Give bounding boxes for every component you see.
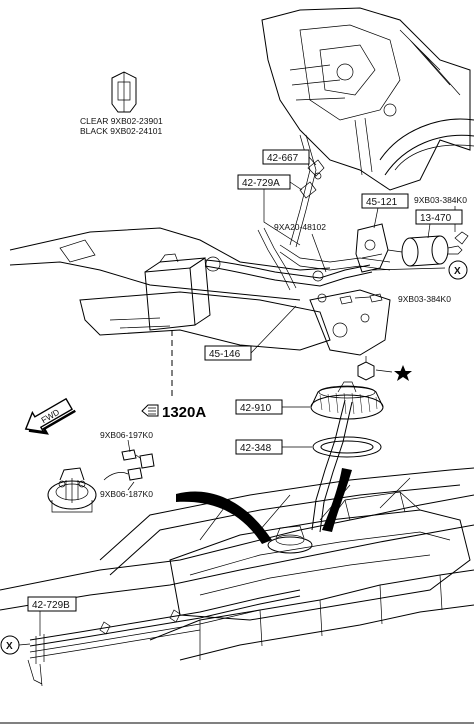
x-marker-upper bbox=[448, 260, 468, 280]
lock-ring-part bbox=[310, 381, 384, 420]
lower-frame-chassis bbox=[0, 467, 474, 661]
fuel-line-rear bbox=[27, 589, 301, 687]
callout-45-121-box bbox=[361, 193, 409, 209]
callout-42-348: 42-348 bbox=[240, 443, 272, 454]
callout-42-729B-box bbox=[27, 596, 77, 612]
callout-9XB03-384K0-right: 9XB03-384K0 bbox=[398, 294, 451, 304]
pointer-wedge-left bbox=[176, 491, 272, 544]
callout-42-729B: 42-729B bbox=[32, 600, 70, 611]
clip-black-label: BLACK 9XB02-24101 bbox=[80, 126, 162, 136]
callout-13-470: 13-470 bbox=[420, 213, 452, 224]
callout-9XB06-197K0: 9XB06-197K0 bbox=[100, 430, 153, 440]
callout-9XB06-187K0: 9XB06-187K0 bbox=[100, 489, 153, 499]
seal-ring-part bbox=[312, 436, 382, 458]
callout-9XA20-48102: 9XA20-48102 bbox=[274, 222, 326, 232]
fuel-filter bbox=[387, 231, 469, 267]
callout-42-910: 42-910 bbox=[240, 403, 272, 414]
callout-13-470-box bbox=[415, 209, 463, 225]
mount-nut bbox=[357, 356, 375, 381]
hose-clamp-lower bbox=[103, 467, 143, 481]
pointer-wedge-right bbox=[322, 468, 352, 532]
fuel-tank bbox=[169, 491, 471, 621]
line-clip-42-667 bbox=[307, 159, 325, 180]
x-marker-lower-label: X bbox=[6, 641, 13, 652]
callout-45-121: 45-121 bbox=[366, 197, 398, 208]
filler-neck bbox=[311, 399, 353, 533]
line-clip-42-729A bbox=[299, 181, 317, 199]
callout-9XB03-384K0-top: 9XB03-384K0 bbox=[414, 195, 467, 205]
fwd-arrow-icon bbox=[24, 397, 76, 435]
clip-clear-label: CLEAR 9XB02-23901 bbox=[80, 116, 163, 126]
vapor-canister bbox=[144, 253, 211, 331]
callout-42-729A: 42-729A bbox=[242, 178, 280, 189]
callout-42-667: 42-667 bbox=[267, 153, 299, 164]
hose-clamp-upper bbox=[121, 449, 155, 469]
clip-part-icon bbox=[111, 71, 137, 113]
star-marker-icon bbox=[394, 365, 412, 381]
engine-block bbox=[261, 7, 474, 191]
fuel-filter-bracket bbox=[355, 223, 389, 273]
pointing-hand-icon bbox=[141, 404, 159, 417]
callout-1320A: 1320A bbox=[162, 404, 206, 421]
x-marker-upper-label: X bbox=[454, 266, 461, 277]
frame-rail-upper bbox=[9, 227, 391, 356]
fuel-sender-unit bbox=[47, 467, 97, 513]
callout-45-146: 45-146 bbox=[209, 349, 241, 360]
